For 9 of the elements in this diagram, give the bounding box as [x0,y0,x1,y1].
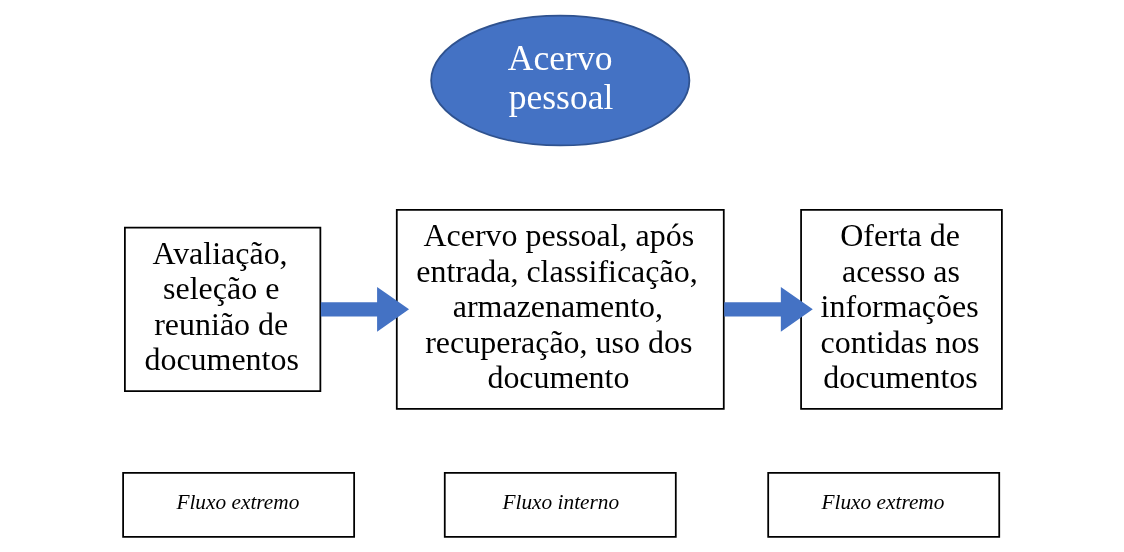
node-ellipse: Acervo pessoal [429,14,690,147]
node-box: Fluxo extremo [121,471,355,538]
node-box: Fluxo extremo [766,471,1000,538]
node-box: Acervo pessoal, após entrada, classificação, armazenamento, recuperação, uso dos documento [395,208,725,410]
node-box: Avaliação, seleção e reunião de documentos [123,226,321,392]
node-box: Oferta de acesso as informações contidas nos documentos [799,208,1003,410]
arrow [320,287,409,332]
node-box: Fluxo interno [443,471,677,538]
arrow [723,287,813,332]
